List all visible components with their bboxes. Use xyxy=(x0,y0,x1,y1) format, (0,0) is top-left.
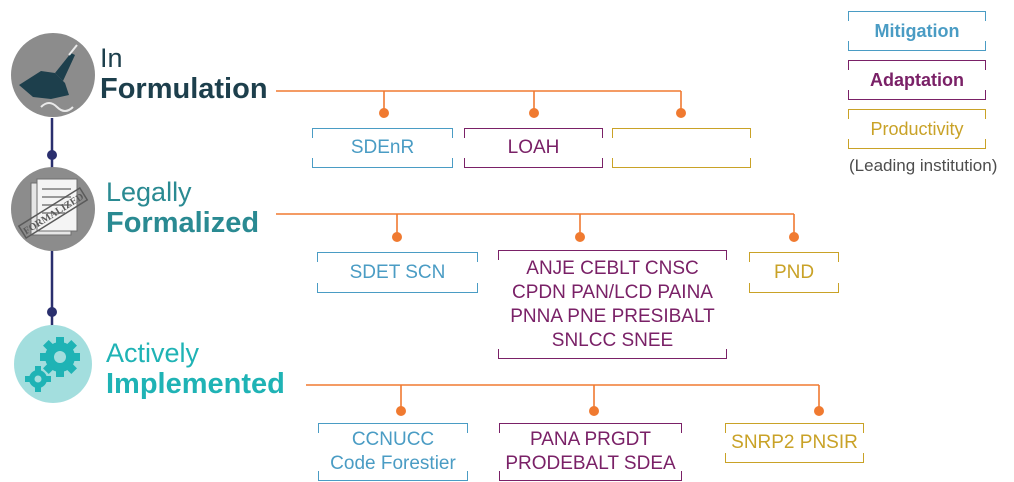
institution-list: PANA PRGDT PRODEBALT SDEA xyxy=(505,429,676,474)
stage-1-adaptation-box: LOAH xyxy=(464,128,603,168)
hand-signing-icon xyxy=(11,33,95,117)
legend-label: Productivity xyxy=(870,118,964,139)
stage-2-mitigation-box: SDET SCN xyxy=(317,252,478,293)
stage-title-line2: Implemented xyxy=(106,368,285,400)
timeline-dot-1 xyxy=(47,150,57,160)
stage-1-mitigation-box: SDEnR xyxy=(312,128,453,168)
stage-2-dots xyxy=(392,232,799,242)
stage-3-productivity-box: SNRP2 PNSIR xyxy=(725,423,864,463)
stage-title-line2: Formulation xyxy=(100,73,268,105)
stage-1-connectors xyxy=(276,90,682,112)
stage-title-line1: Actively xyxy=(106,338,200,368)
institution-list: SNRP2 PNSIR xyxy=(731,432,858,453)
stage-2-productivity-box: PND xyxy=(749,252,839,293)
institution-list: PND xyxy=(773,261,815,283)
stage-2-connectors xyxy=(276,213,795,236)
institution-list: CCNUCC Code Forestier xyxy=(330,429,456,474)
stage-2-adaptation-box: ANJE CEBLT CNSC CPDN PAN/LCD PAINA PNNA … xyxy=(498,250,727,359)
stage-3-dots xyxy=(396,406,824,416)
stage-title-line2: Formalized xyxy=(106,207,260,239)
stage-3-adaptation-box: PANA PRGDT PRODEBALT SDEA xyxy=(499,423,682,481)
stage-1-dots xyxy=(379,108,686,118)
institution-list: LOAH xyxy=(507,137,560,158)
institution-list: SDEnR xyxy=(350,137,415,158)
legend-adaptation: Adaptation xyxy=(848,60,986,100)
stage-3-connectors xyxy=(306,384,820,410)
stage-title-line1: Legally xyxy=(106,177,192,207)
institution-list: SDET SCN xyxy=(349,261,446,283)
legend-mitigation: Mitigation xyxy=(848,11,986,51)
legend-label: Adaptation xyxy=(870,69,964,90)
timeline-dot-2 xyxy=(47,307,57,317)
stage-title-implemented: Actively Implemented xyxy=(106,340,285,399)
institution-list: ANJE CEBLT CNSC CPDN PAN/LCD PAINA PNNA … xyxy=(510,257,715,351)
legend-productivity: Productivity xyxy=(848,109,986,149)
stage-1-productivity-box xyxy=(612,128,751,168)
stage-title-formulation: In Formulation xyxy=(100,45,268,104)
stamped-document-icon: FORMALIZED xyxy=(11,167,95,251)
stage-title-formalized: Legally Formalized xyxy=(106,179,259,238)
legend-note: (Leading institution) xyxy=(849,156,998,175)
stage-3-mitigation-box: CCNUCC Code Forestier xyxy=(318,423,468,481)
legend-label: Mitigation xyxy=(874,20,960,41)
gears-icon xyxy=(14,325,92,403)
stage-title-line1: In xyxy=(100,43,123,73)
